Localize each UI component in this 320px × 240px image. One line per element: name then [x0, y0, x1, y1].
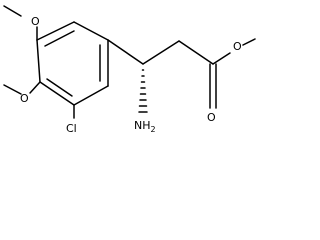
chloro-group: Cl	[66, 104, 77, 135]
atom-o-mid: O	[20, 92, 29, 105]
ring-bond-4	[73, 85, 109, 106]
ring-bond-1	[36, 21, 75, 41]
atom-o-carbonyl: O	[207, 111, 216, 124]
hashed-wedge-bond	[138, 69, 148, 113]
ring-double-bond-3	[46, 78, 73, 97]
ring-double-bond-1	[44, 30, 75, 47]
atom-nh2: NH2	[134, 119, 156, 134]
side-chain	[107, 39, 214, 65]
methoxy-top-group: O	[3, 5, 40, 41]
bond-chiral-ch2	[142, 40, 180, 65]
benzene-ring	[36, 21, 109, 106]
atom-o-top: O	[31, 15, 40, 28]
bond-o-ester-methyl	[242, 38, 256, 46]
bond-o-mid-ring	[29, 81, 41, 94]
ring-bond-2	[73, 21, 109, 41]
atom-cl: Cl	[66, 122, 77, 135]
bond-methyl-mid	[3, 84, 22, 95]
ester-group: O O	[207, 38, 256, 124]
bond-ch2-carbonyl	[178, 40, 214, 65]
methoxy-mid-group: O	[3, 81, 41, 105]
ring-bond-5	[39, 81, 75, 106]
bond-methyl-top	[3, 5, 22, 17]
amine-group: NH2	[134, 69, 156, 134]
ring-bond-6	[36, 39, 41, 83]
bond-carbonyl-o-ester	[212, 52, 231, 65]
chemical-structure: O O Cl	[3, 5, 256, 135]
bond-ring-chiral	[107, 39, 144, 65]
atom-o-ester: O	[233, 40, 242, 53]
